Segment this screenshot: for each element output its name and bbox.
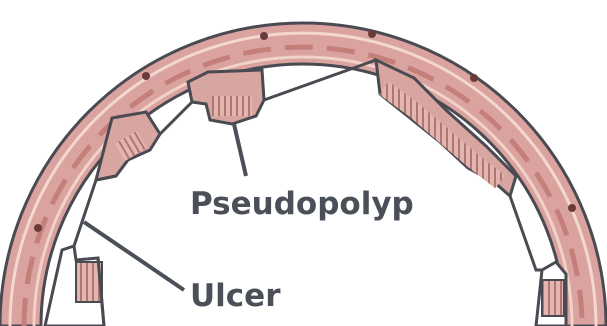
pseudopolyp-leader-line — [234, 124, 246, 176]
wall-node — [470, 74, 478, 82]
wall-node — [34, 224, 42, 232]
wall-node — [260, 32, 268, 40]
wall-node — [568, 204, 576, 212]
ulcer-label: Ulcer — [190, 278, 281, 314]
wall-node — [368, 30, 376, 38]
pseudopolyp-label: Pseudopolyp — [190, 186, 414, 222]
wall-node — [142, 72, 150, 80]
